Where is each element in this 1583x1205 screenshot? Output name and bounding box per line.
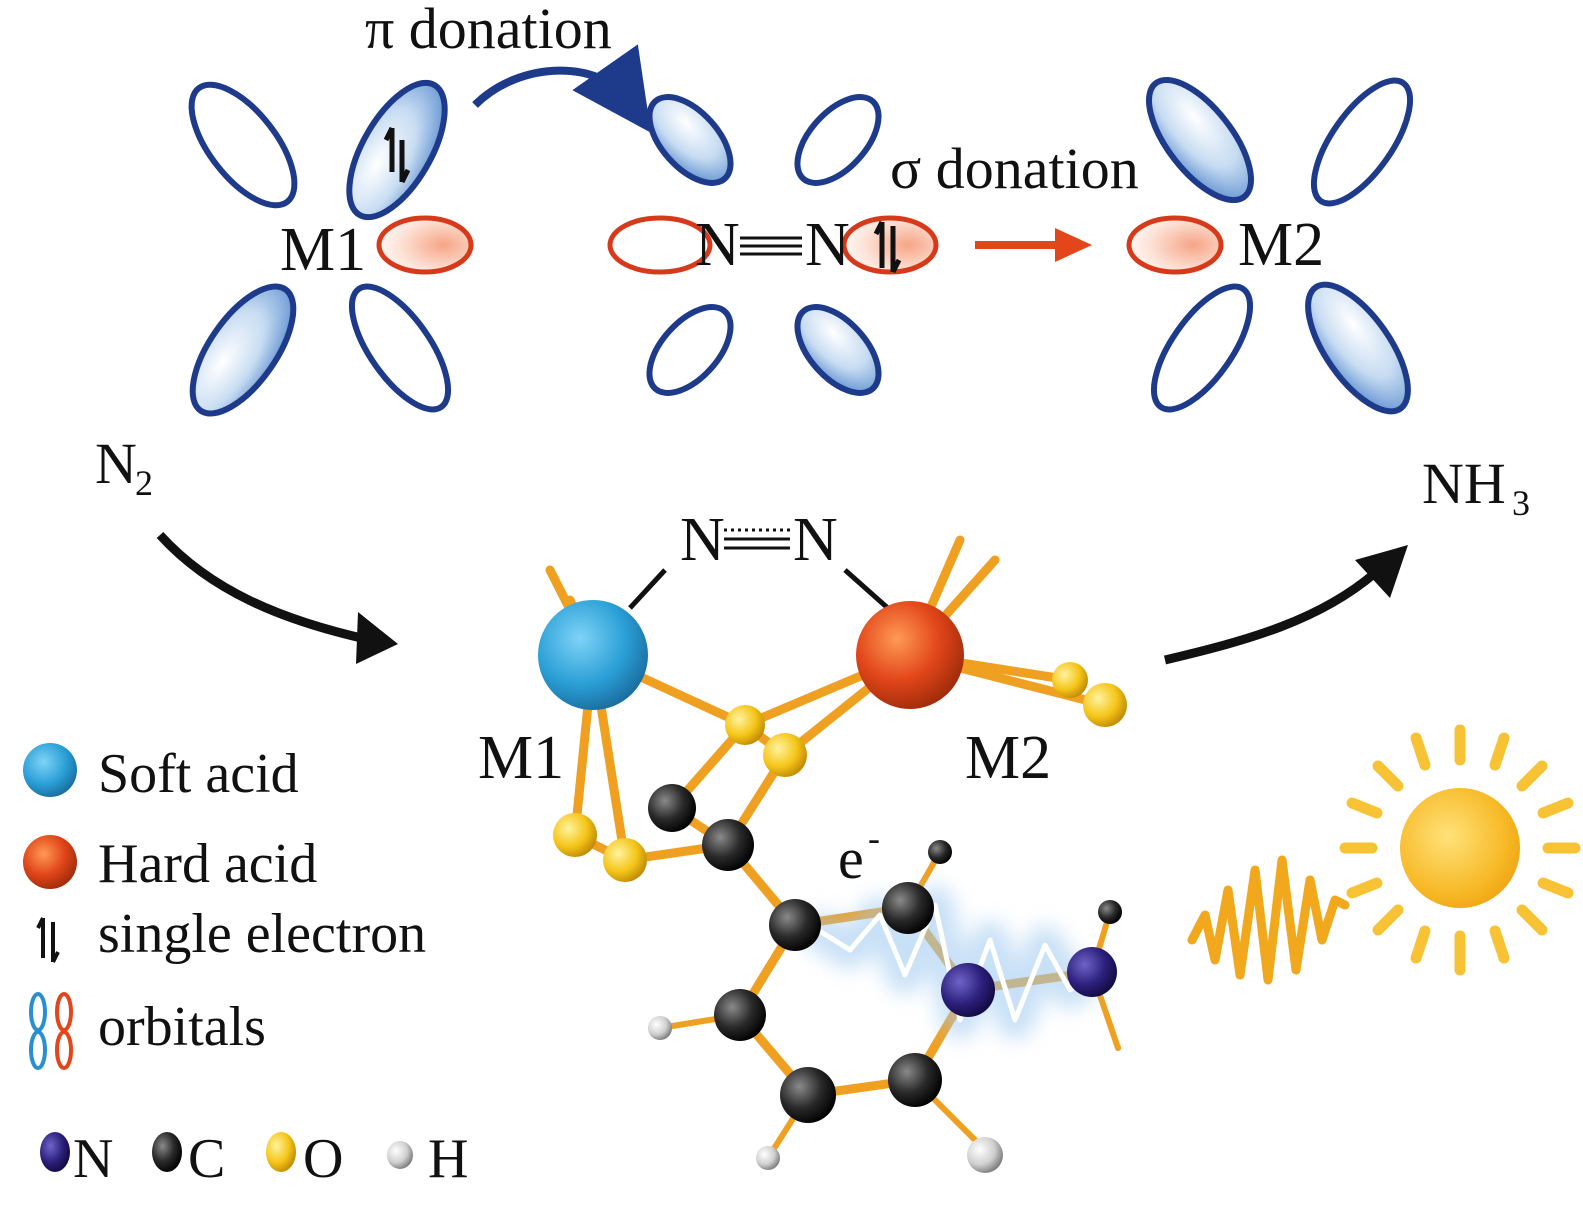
sigma-orbital-right <box>841 215 939 275</box>
pi-donation-arrow <box>472 44 651 133</box>
legend-hard-acid: Hard acid <box>23 833 317 895</box>
oxygen-atom <box>1083 683 1127 727</box>
legend-orbitals: orbitals <box>29 992 266 1070</box>
m2-label: M2 <box>1238 211 1324 279</box>
soft-acid-metal-m1 <box>538 600 648 710</box>
hydrogen-atom <box>967 1137 1003 1173</box>
svg-text:3: 3 <box>1512 483 1530 523</box>
carbon-atom <box>769 899 821 951</box>
hard-acid-metal-m2 <box>856 601 964 709</box>
sun-icon <box>1339 724 1581 976</box>
orbital-lobe-filled <box>189 283 297 417</box>
svg-text:orbitals: orbitals <box>98 996 266 1058</box>
sigma-orbital-left <box>607 215 713 275</box>
n2-reactant-label: N 2 <box>95 431 153 503</box>
svg-text:Hard acid: Hard acid <box>98 833 317 895</box>
electron-pair-icon <box>383 126 411 184</box>
atom-legend-o: O <box>266 1128 343 1190</box>
orbital-lobe-filled <box>794 304 882 396</box>
partial-triple-bond <box>724 528 790 550</box>
svg-text:N: N <box>95 431 137 496</box>
atom-legend-n: N <box>40 1128 113 1190</box>
svg-text:2: 2 <box>135 463 153 503</box>
electron-pair-icon <box>36 917 60 963</box>
metal-m2-label: M2 <box>965 724 1051 792</box>
sigma-orbital <box>376 215 474 275</box>
svg-text:N: N <box>73 1128 113 1190</box>
hydrogen-atom <box>648 1016 672 1040</box>
atoms <box>538 600 1127 1173</box>
nn-link-m2 <box>843 568 892 612</box>
legend: Soft acid Hard acid single electron orbi… <box>23 743 426 1070</box>
carbon-atom <box>888 1053 942 1107</box>
svg-text:O: O <box>303 1128 343 1190</box>
nh3-product-label: NH 3 <box>1422 451 1530 523</box>
legend-single-electron: single electron <box>36 903 426 965</box>
orbital-lobe <box>794 94 882 186</box>
carbon-atom <box>780 1067 836 1123</box>
nn-right-atom: N <box>793 506 838 574</box>
sigma-orbital <box>1126 215 1224 275</box>
triple-bond <box>740 236 802 256</box>
orbital-lobe <box>348 283 452 413</box>
nitrogen-atom <box>1067 947 1117 997</box>
legend-soft-acid: Soft acid <box>23 743 299 805</box>
nitrogen-ring-atom <box>941 963 995 1017</box>
orbital-lobe-icon <box>29 992 73 1070</box>
hydrogen-atom <box>756 1146 780 1170</box>
carbon-atom <box>714 989 766 1041</box>
svg-text:-: - <box>868 818 880 858</box>
hard-acid-swatch <box>23 835 77 889</box>
light-wave-icon <box>1187 855 1350 985</box>
soft-acid-swatch <box>23 743 77 797</box>
orbital-lobe <box>1150 283 1254 413</box>
atom-legend-c: C <box>152 1128 225 1190</box>
oxygen-atom <box>1052 662 1088 698</box>
oxygen-atom <box>603 838 647 882</box>
orbital-lobe <box>188 81 298 209</box>
sigma-donation-label: σ donation <box>890 136 1139 201</box>
n2-left-atom: N <box>695 211 740 279</box>
m1-orbital-set <box>188 79 474 417</box>
orbital-lobe-filled <box>346 79 448 221</box>
orbital-lobe-filled <box>1305 281 1411 415</box>
electron-pair-icon <box>873 220 902 274</box>
svg-text:NH: NH <box>1422 451 1506 516</box>
svg-text:single electron: single electron <box>98 903 426 965</box>
svg-text:C: C <box>188 1128 225 1190</box>
svg-text:e: e <box>838 826 864 891</box>
hydrogen-atom <box>928 840 952 864</box>
metal-m1-label: M1 <box>478 724 564 792</box>
nitrogen-ring-atom <box>882 882 934 934</box>
m1-label: M1 <box>280 216 366 284</box>
n2-orbital-set <box>607 94 939 396</box>
nn-link-m1 <box>628 568 667 610</box>
atom-legend-h: H <box>387 1128 468 1190</box>
pi-donation-label: π donation <box>365 0 612 61</box>
sigma-donation-arrow <box>975 228 1092 262</box>
m2-orbital-set <box>1126 76 1414 415</box>
orbital-lobe <box>646 304 734 396</box>
electron-transfer-path <box>799 886 1104 1039</box>
svg-text:Soft acid: Soft acid <box>98 743 299 805</box>
orbital-lobe-filled <box>1146 76 1254 204</box>
oxygen-atom <box>725 705 765 745</box>
oxygen-atom <box>763 733 807 777</box>
inflow-arrow <box>156 531 398 664</box>
carbon-atom <box>702 819 754 871</box>
orbital-lobe <box>1310 77 1414 207</box>
orbital-lobe-filled <box>646 94 734 186</box>
outflow-arrow <box>1163 545 1408 665</box>
oxygen-atom <box>553 813 597 857</box>
carbon-atom <box>648 784 696 832</box>
n2-right-atom: N <box>805 211 850 279</box>
atom-legend: N C O H <box>40 1128 468 1190</box>
nn-left-atom: N <box>680 506 725 574</box>
svg-text:H: H <box>428 1128 468 1190</box>
electron-label: e - <box>838 818 880 891</box>
hydrogen-atom <box>1098 900 1122 924</box>
